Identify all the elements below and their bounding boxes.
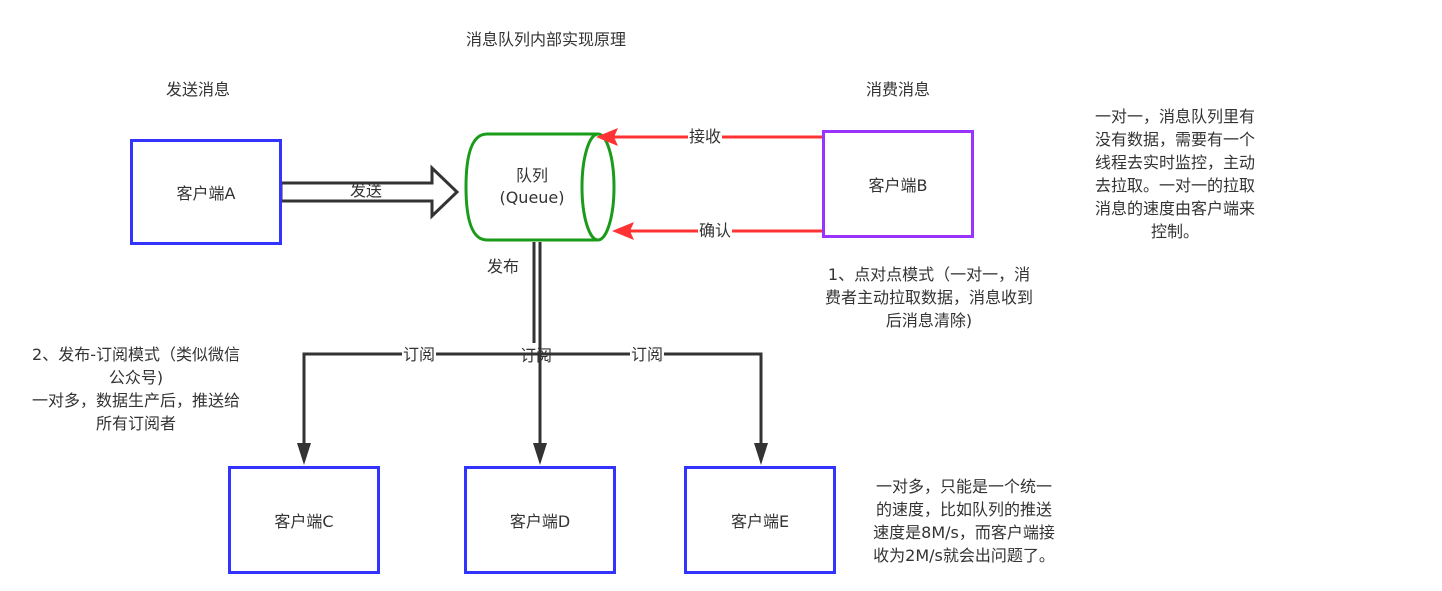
queue-label-line1: 队列 xyxy=(515,166,548,185)
queue-label: 队列 (Queue) xyxy=(466,165,598,209)
p2p-detail-note: 一对一，消息队列里有 没有数据，需要有一个 线程去实时监控，主动 去拉取。一对一… xyxy=(1060,105,1290,243)
arrowhead-e xyxy=(754,443,768,465)
p2p-detail-line: 消息的速度由客户端来 xyxy=(1094,199,1255,218)
client-b-node: 客户端B xyxy=(822,130,974,238)
send-section-label: 发送消息 xyxy=(166,80,231,99)
arrowhead-d xyxy=(533,443,547,465)
client-c-label: 客户端C xyxy=(274,512,334,531)
pubsub-detail-note: 一对多，只能是一个统一 的速度，比如队列的推送 速度是8M/s，而客户端接 收为… xyxy=(846,475,1082,567)
receive-edge-label: 接收 xyxy=(688,127,723,147)
client-e-node: 客户端E xyxy=(684,466,836,574)
pubsub-mode-line: 公众号) xyxy=(108,368,164,387)
consume-section-label: 消费消息 xyxy=(866,80,931,99)
arrowhead-c xyxy=(297,443,311,465)
client-d-label: 客户端D xyxy=(509,512,571,531)
pubsub-detail-line: 一对多，只能是一个统一 xyxy=(875,477,1052,496)
client-b-label: 客户端B xyxy=(868,176,928,195)
pubsub-detail-line: 速度是8M/s，而客户端接 xyxy=(873,523,1055,542)
pubsub-mode-line: 2、发布-订阅模式（类似微信 xyxy=(32,345,240,364)
pubsub-mode-note: 2、发布-订阅模式（类似微信 公众号) 一对多，数据生产后，推送给 所有订阅者 xyxy=(0,343,272,435)
p2p-mode-note: 1、点对点模式（一对一，消 费者主动拉取数据，消息收到 后消息清除) xyxy=(784,263,1074,332)
subscribe-lines xyxy=(297,352,768,465)
queue-label-line2: (Queue) xyxy=(499,188,565,207)
pubsub-mode-line: 所有订阅者 xyxy=(95,414,176,433)
client-c-node: 客户端C xyxy=(228,466,380,574)
subscribe-e-edge-label: 订阅 xyxy=(630,345,665,365)
p2p-mode-line: 后消息清除) xyxy=(885,311,973,330)
client-a-label: 客户端A xyxy=(176,184,236,203)
subscribe-d-edge-label: 订阅 xyxy=(520,346,553,365)
p2p-detail-line: 控制。 xyxy=(1150,222,1199,241)
client-a-node: 客户端A xyxy=(130,139,282,245)
diagram-title: 消息队列内部实现原理 xyxy=(466,30,627,49)
p2p-detail-line: 去拉取。一对一的拉取 xyxy=(1094,176,1255,195)
pubsub-detail-line: 的速度，比如队列的推送 xyxy=(875,500,1052,519)
client-e-label: 客户端E xyxy=(730,512,790,531)
p2p-detail-line: 线程去实时监控，主动 xyxy=(1094,153,1255,172)
p2p-detail-line: 没有数据，需要有一个 xyxy=(1094,130,1255,149)
p2p-mode-line: 费者主动拉取数据，消息收到 xyxy=(824,288,1033,307)
client-d-node: 客户端D xyxy=(464,466,616,574)
publish-edge-label: 发布 xyxy=(487,257,520,276)
queue-cylinder xyxy=(464,132,616,242)
pubsub-detail-line: 收为2M/s就会出问题了。 xyxy=(873,546,1055,565)
send-arrow xyxy=(279,164,460,220)
confirm-edge-label: 确认 xyxy=(698,221,733,241)
send-edge-label: 发送 xyxy=(350,181,383,200)
p2p-detail-line: 一对一，消息队列里有 xyxy=(1094,107,1255,126)
publish-line xyxy=(532,242,542,353)
subscribe-c-edge-label: 订阅 xyxy=(402,345,437,365)
p2p-mode-line: 1、点对点模式（一对一，消 xyxy=(827,265,1031,284)
pubsub-mode-line: 一对多，数据生产后，推送给 xyxy=(31,391,240,410)
